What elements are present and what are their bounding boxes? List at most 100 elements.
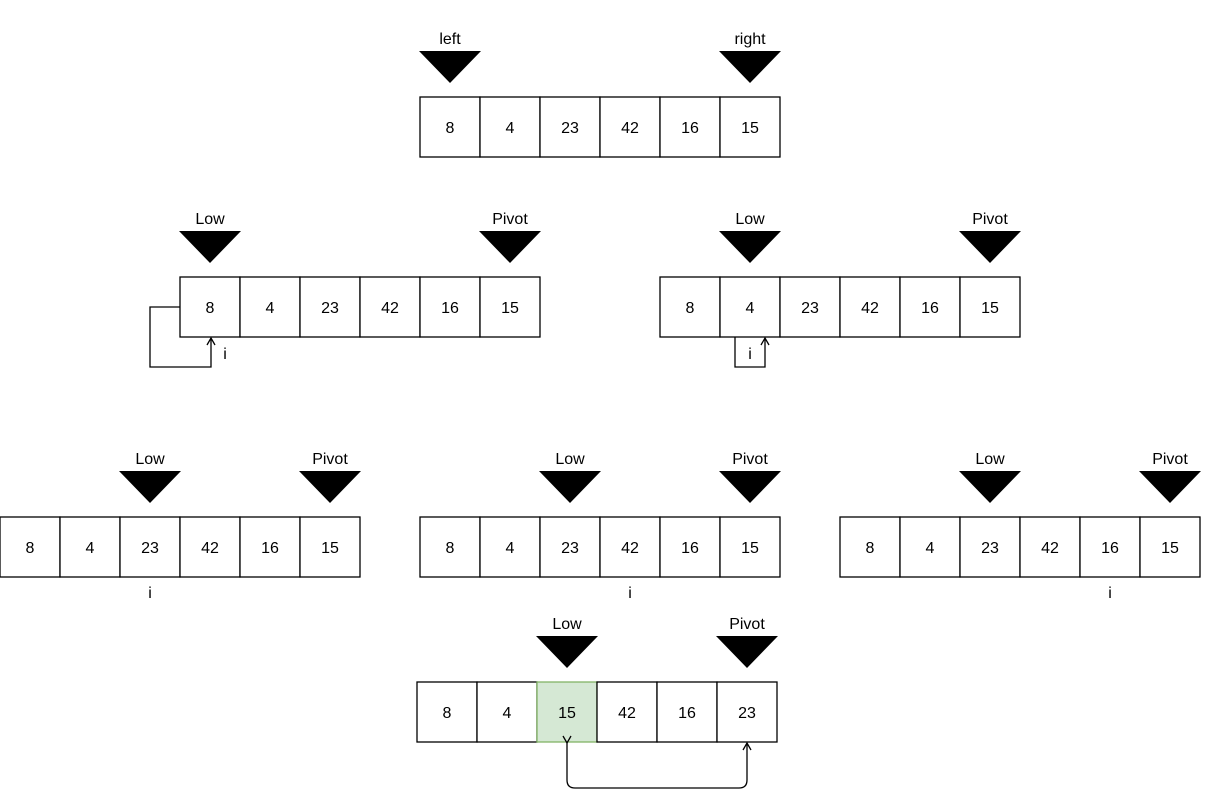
array-cell: [899, 276, 961, 338]
pointer-triangle-icon: [719, 231, 781, 263]
array-cell: [416, 681, 478, 743]
pointer-triangle-icon: [716, 636, 778, 668]
array-cell: [899, 516, 961, 578]
cell-value: 8: [866, 540, 875, 557]
cell-value: 4: [503, 705, 512, 722]
cell-value: 8: [446, 540, 455, 557]
array-cell: [479, 276, 541, 338]
cell-value: 16: [441, 300, 459, 317]
pointer-triangle-icon: [959, 471, 1021, 503]
cell-value: 16: [921, 300, 939, 317]
cell-value: 23: [981, 540, 999, 557]
cell-value: 16: [261, 540, 279, 557]
pointer-triangle-icon: [119, 471, 181, 503]
pointer-triangle-icon: [1139, 471, 1201, 503]
cell-value: 4: [86, 540, 95, 557]
cell-value: 42: [861, 300, 879, 317]
array-cell: [959, 276, 1021, 338]
cell-value: 16: [681, 120, 699, 137]
array-cell: [779, 276, 841, 338]
pointer-triangle-icon: [536, 636, 598, 668]
cell-value: 4: [506, 120, 515, 137]
pointer-label: Pivot: [1152, 451, 1188, 468]
cell-value: 8: [26, 540, 35, 557]
pointer-triangle-icon: [479, 231, 541, 263]
cell-value: 16: [681, 540, 699, 557]
cell-value: 4: [266, 300, 275, 317]
array-cell: [716, 681, 778, 743]
pointer-triangle-icon: [419, 51, 481, 83]
index-loop-arrow: [734, 336, 770, 368]
array-cell: [539, 516, 601, 578]
array-cell: [839, 276, 901, 338]
array-panel: 8 4 23 42 16 15 Low Pivot i: [0, 451, 361, 602]
index-label: i: [223, 346, 227, 363]
pointer-label: Pivot: [492, 211, 528, 228]
array-cell: [1019, 516, 1081, 578]
pointer-triangle-icon: [299, 471, 361, 503]
cell-value: 15: [981, 300, 999, 317]
index-label: i: [148, 585, 152, 602]
array-cell: [719, 96, 781, 158]
cell-value: 16: [1101, 540, 1119, 557]
index-loop-arrow: [149, 306, 216, 368]
array-cell: [479, 96, 541, 158]
array-cell: [656, 681, 718, 743]
array-cell: [476, 681, 538, 743]
array-cell: [959, 516, 1021, 578]
pointer-label: Low: [135, 451, 165, 468]
pointer-label: Low: [555, 451, 585, 468]
pointer-label: Pivot: [312, 451, 348, 468]
index-label: i: [748, 346, 752, 363]
cell-value: 8: [446, 120, 455, 137]
array-cell: [0, 516, 61, 578]
cell-value: 23: [561, 120, 579, 137]
array-cell: [659, 276, 721, 338]
pointer-triangle-icon: [179, 231, 241, 263]
cell-value: 15: [741, 540, 759, 557]
array-cell-highlighted: [536, 681, 598, 743]
array-cell: [839, 516, 901, 578]
pointer-triangle-icon: [719, 471, 781, 503]
cell-value: 15: [1161, 540, 1179, 557]
cell-value: 8: [206, 300, 215, 317]
array-cell: [239, 276, 301, 338]
pointer-label: Low: [975, 451, 1005, 468]
cell-value: 23: [321, 300, 339, 317]
array-cell: [1139, 516, 1201, 578]
array-cell: [299, 516, 361, 578]
cell-value: 16: [678, 705, 696, 722]
swap-arrow: [562, 735, 752, 789]
cell-value: 15: [558, 705, 576, 722]
pointer-label: Low: [735, 211, 765, 228]
cell-value: 4: [506, 540, 515, 557]
index-label: i: [1108, 585, 1112, 602]
pointer-label: Pivot: [729, 616, 765, 633]
cell-value: 8: [686, 300, 695, 317]
cell-value: 23: [738, 705, 756, 722]
cell-value: 15: [321, 540, 339, 557]
pointer-label: Low: [195, 211, 225, 228]
cell-value: 23: [141, 540, 159, 557]
pointer-label: Low: [552, 616, 582, 633]
pointer-triangle-icon: [959, 231, 1021, 263]
cell-value: 42: [201, 540, 219, 557]
cell-value: 23: [561, 540, 579, 557]
array-cell: [179, 516, 241, 578]
array-cell: [659, 516, 721, 578]
cell-value: 15: [741, 120, 759, 137]
pointer-label: left: [439, 31, 461, 48]
array-cell: [539, 96, 601, 158]
cell-value: 4: [746, 300, 755, 317]
cell-value: 4: [926, 540, 935, 557]
array-cell: [719, 516, 781, 578]
cell-value: 42: [621, 120, 639, 137]
cell-value: 42: [618, 705, 636, 722]
pointer-triangle-icon: [539, 471, 601, 503]
